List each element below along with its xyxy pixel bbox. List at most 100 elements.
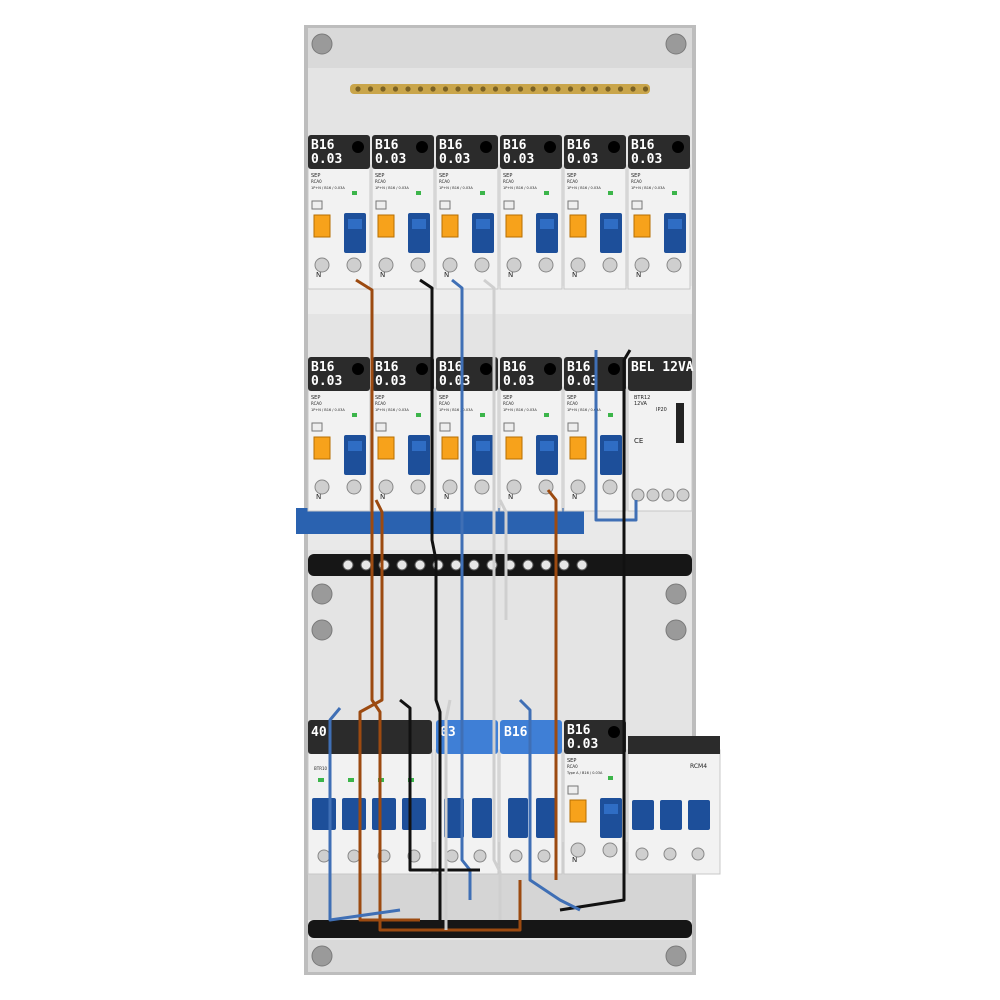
spec-label: 1P+N / B16 / 0.03A (311, 186, 345, 190)
terminal-neutral (570, 479, 586, 495)
model-label: RCA0 (439, 179, 450, 184)
device-rating-label: B16 (504, 725, 528, 740)
terminal-line (346, 479, 362, 495)
toggle-highlight (668, 219, 682, 229)
earth-terminal (517, 86, 524, 92)
toggle-highlight (604, 441, 618, 451)
wire-black (559, 349, 632, 912)
cap-screw (544, 363, 556, 375)
ce-mark: CE (634, 437, 643, 445)
screw-mid-right (665, 583, 687, 605)
earth-terminal (605, 86, 611, 92)
terminal-neutral (314, 479, 330, 495)
neutral-terminal (396, 559, 408, 571)
model-label: RCA0 (375, 401, 386, 406)
brand-label: SEP (567, 395, 576, 401)
bell-model-label: BTR12 (634, 395, 650, 401)
terminal-neutral (442, 479, 458, 495)
rating-label: B16 (631, 138, 655, 153)
earth-terminal (367, 86, 374, 92)
spec-label: 1P+N / B16 / 0.03A (567, 408, 601, 412)
test-button (313, 214, 331, 238)
terminal-n-label: N (572, 493, 577, 501)
pole-led (318, 778, 324, 782)
rcm-model-label: RCM4 (690, 763, 707, 770)
status-led (352, 413, 357, 417)
brand-label: SEP (439, 395, 448, 401)
earth-terminal (430, 86, 436, 92)
marking-box (375, 200, 387, 210)
bell-terminal (646, 488, 660, 502)
terminal (445, 849, 459, 863)
earth-terminal (405, 86, 411, 92)
earth-terminal (630, 86, 636, 92)
model-label: RCA0 (567, 764, 578, 769)
earth-terminal (555, 86, 561, 92)
marking-box (375, 422, 387, 432)
neutral-terminal (342, 559, 354, 571)
terminal-neutral (314, 257, 330, 273)
model-label: RCA0 (567, 401, 578, 406)
sensitivity-label: 0.03 (503, 152, 534, 167)
pole-led (348, 778, 354, 782)
marking-box (503, 422, 515, 432)
earth-terminal (617, 86, 624, 92)
earth-terminal (392, 86, 399, 92)
terminal-neutral (378, 479, 394, 495)
rating-label: B16 (567, 723, 591, 738)
test-button (441, 436, 459, 460)
marking-box (311, 422, 323, 432)
toggle-highlight (348, 219, 362, 229)
terminal-neutral (634, 257, 650, 273)
cap-screw (608, 363, 620, 375)
wire-black (419, 278, 442, 920)
earth-terminal (480, 86, 486, 92)
toggle-highlight (604, 804, 618, 814)
neutral-terminal (522, 559, 534, 571)
top-cover (308, 28, 692, 68)
toggle-highlight (348, 441, 362, 451)
terminal-n-label: N (508, 493, 513, 501)
earth-terminal (492, 86, 499, 92)
test-button (569, 436, 587, 460)
earth-terminal (455, 86, 461, 92)
toggle-highlight (476, 219, 490, 229)
rating-label: B16 (311, 138, 335, 153)
device-cap (628, 357, 692, 391)
terminal (537, 849, 551, 863)
terminal-n-label: N (508, 271, 513, 279)
spec-label: 1P+N / B16 / 0.03A (503, 186, 537, 190)
terminal-n-label: N (636, 271, 641, 279)
screw-top-right (665, 33, 687, 55)
status-led (544, 413, 549, 417)
brand-label: SEP (567, 173, 576, 179)
neutral-terminal (576, 559, 588, 571)
rating-label: B16 (439, 360, 463, 375)
main-model-label: BTR10 (314, 766, 328, 771)
terminal-line (474, 257, 490, 273)
status-led (480, 191, 485, 195)
test-button (633, 214, 651, 238)
terminal-line (602, 842, 618, 858)
earth-terminal (642, 86, 649, 92)
pole-terminal (347, 849, 361, 863)
spec-label: 1P+N / B16 / 0.03A (439, 186, 473, 190)
terminal-n-label: N (444, 271, 449, 279)
wire-brown (546, 489, 558, 880)
toggle-lever (444, 798, 464, 838)
terminal-neutral (570, 257, 586, 273)
wire-blue (594, 350, 638, 522)
terminal-neutral (378, 257, 394, 273)
rcm-device: RCM4 (627, 736, 721, 875)
sensitivity-label: 0.03 (503, 374, 534, 389)
cap-screw (416, 363, 428, 375)
test-button (377, 214, 395, 238)
terminal-line (410, 257, 426, 273)
test-button (313, 436, 331, 460)
